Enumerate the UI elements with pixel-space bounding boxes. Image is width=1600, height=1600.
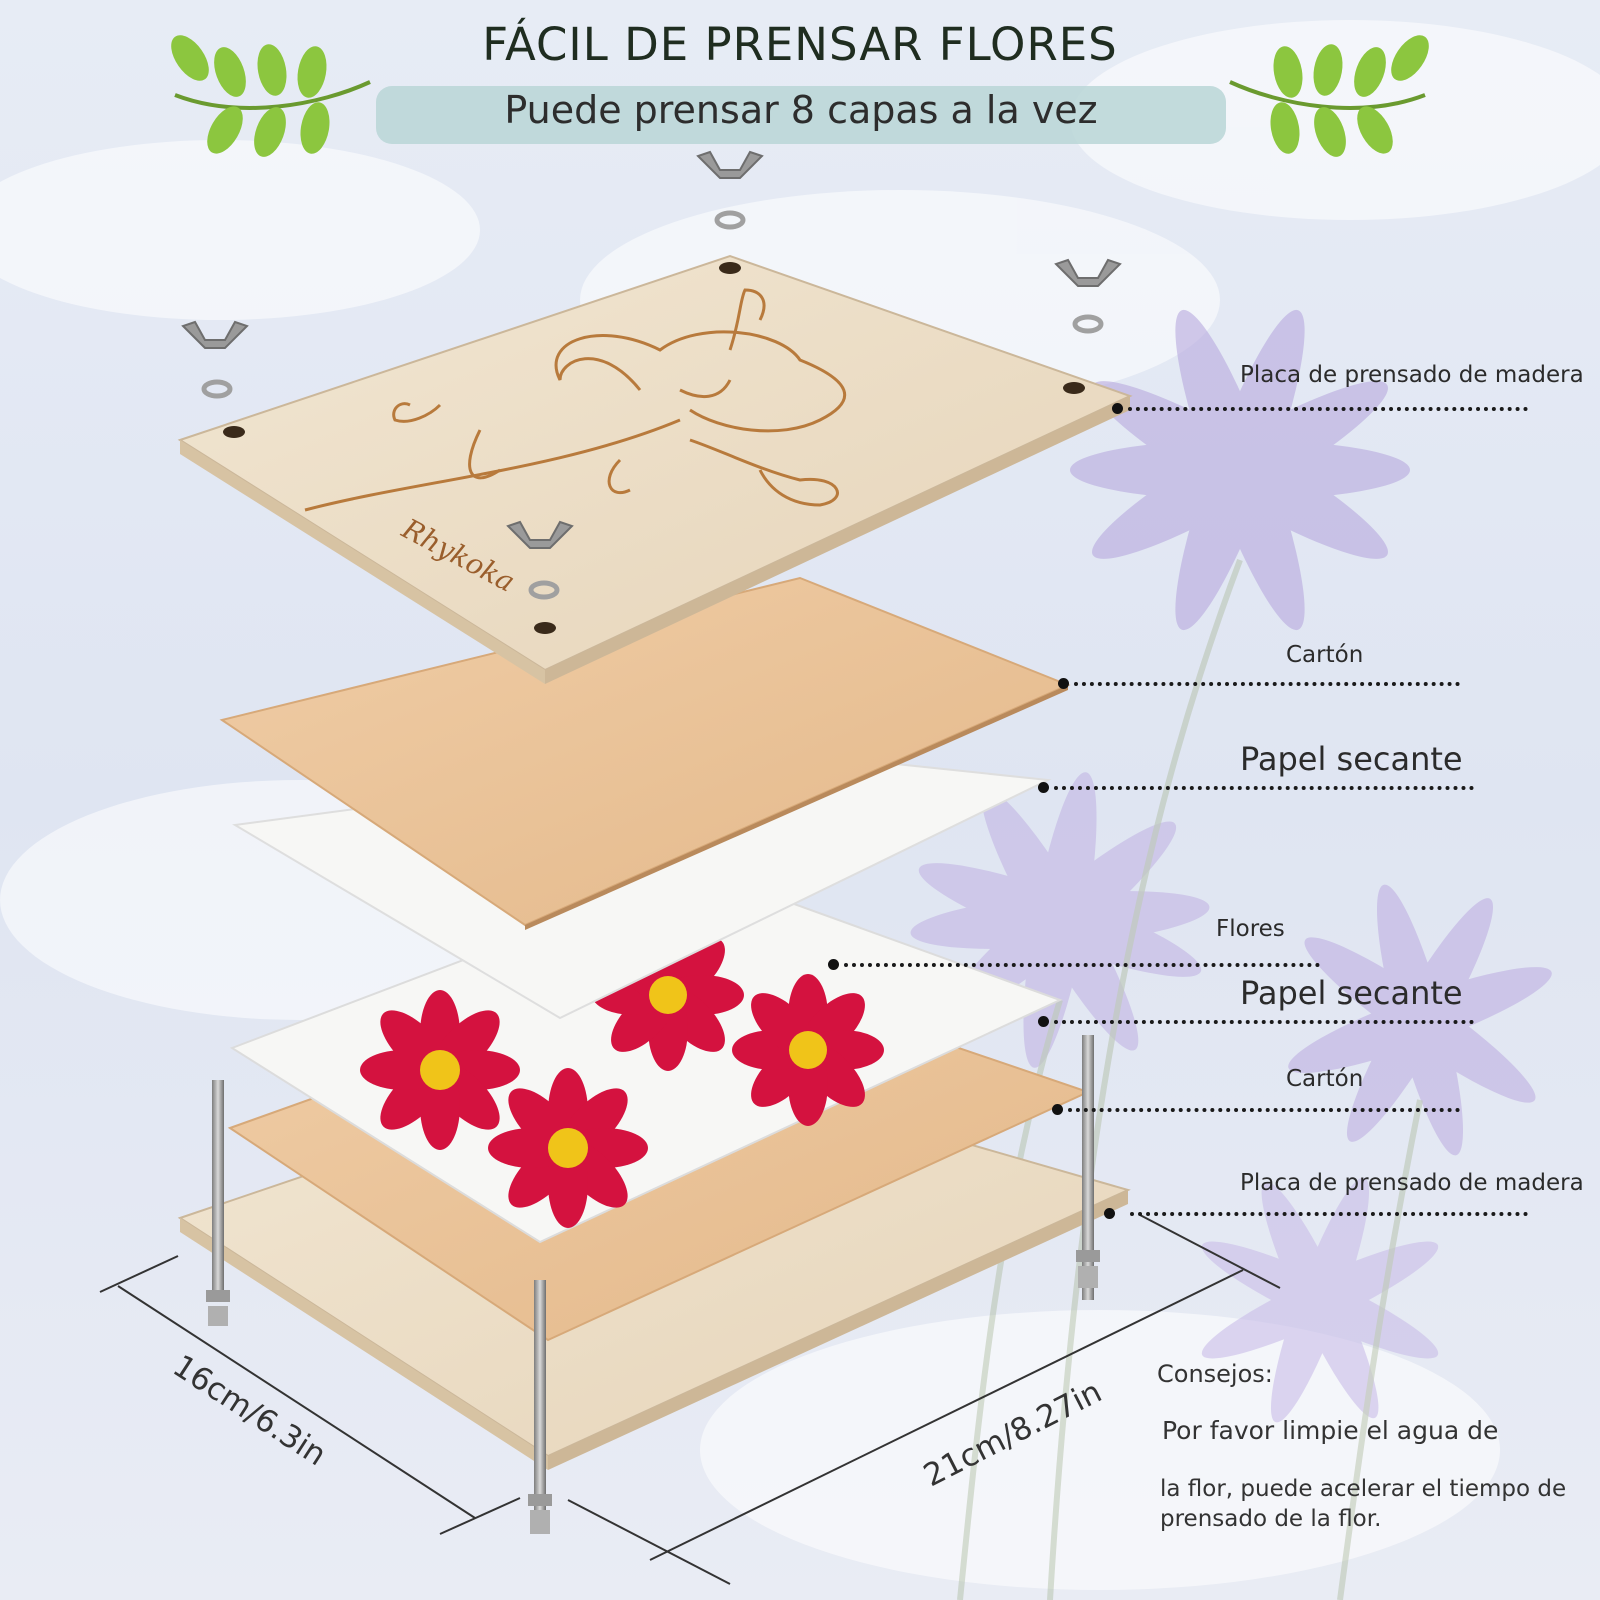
callout-leader-line <box>844 963 1320 967</box>
subtitle-banner <box>376 86 1226 144</box>
wing-nut-icon <box>1054 258 1122 334</box>
callout-dot <box>1038 782 1049 793</box>
callout-leader-line <box>1054 786 1474 790</box>
tips-line: la flor, puede acelerar el tiempo de <box>1160 1476 1567 1502</box>
top-wood-board: Rhykoka <box>177 254 1133 684</box>
callout-dot <box>1112 403 1123 414</box>
page-subtitle: Puede prensar 8 capas a la vez <box>504 88 1098 132</box>
callout-leader-line <box>1128 407 1528 411</box>
callout-dot <box>1052 1104 1063 1115</box>
callout-label-upper-blotting-paper: Papel secante <box>1240 740 1463 778</box>
red-flower <box>488 1068 648 1228</box>
engraved-flower-icon <box>304 288 846 512</box>
threaded-bolts <box>206 1035 1100 1534</box>
callout-label-upper-cardboard: Cartón <box>1286 642 1364 668</box>
bolt-icon <box>528 1280 552 1534</box>
callout-leader-line <box>1074 682 1460 686</box>
wing-nut-icon <box>181 320 249 399</box>
pressed-flowers <box>360 919 884 1228</box>
callout-dot <box>1104 1208 1115 1219</box>
red-flower <box>732 974 884 1126</box>
bolt-icon <box>206 1080 230 1326</box>
callout-leader-line <box>1068 1108 1460 1112</box>
tips-line: prensado de la flor. <box>1160 1506 1382 1532</box>
callout-label-top-wood-board: Placa de prensado de madera <box>1240 362 1584 388</box>
callout-dot <box>828 959 839 970</box>
board-hole <box>1063 382 1085 394</box>
callout-label-lower-blotting-paper: Papel secante <box>1240 974 1463 1012</box>
board-hole <box>223 426 245 438</box>
callout-label-bottom-wood-board: Placa de prensado de madera <box>1240 1170 1584 1196</box>
board-hole <box>719 262 741 274</box>
wing-nut-icon <box>506 520 574 600</box>
leaf-sprig-left-icon <box>171 35 371 157</box>
callout-leader-line <box>1054 1020 1474 1024</box>
tips-line: Por favor limpie el agua de <box>1162 1416 1499 1445</box>
wing-nuts <box>181 150 1122 600</box>
callout-label-flowers: Flores <box>1216 916 1285 942</box>
bolt-icon <box>1076 1035 1100 1300</box>
callout-leader-line <box>1130 1212 1528 1216</box>
wing-nut-icon <box>696 150 764 230</box>
red-flower <box>360 990 520 1150</box>
callout-dot <box>1058 678 1069 689</box>
dimension-lines <box>99 1214 1281 1585</box>
tips-heading: Consejos: <box>1157 1360 1273 1388</box>
board-hole <box>534 622 556 634</box>
callout-label-lower-cardboard: Cartón <box>1286 1066 1364 1092</box>
page-title: FÁCIL DE PRENSAR FLORES <box>482 18 1118 71</box>
leaf-sprig-right-icon <box>1229 35 1429 157</box>
callout-dot <box>1038 1016 1049 1027</box>
